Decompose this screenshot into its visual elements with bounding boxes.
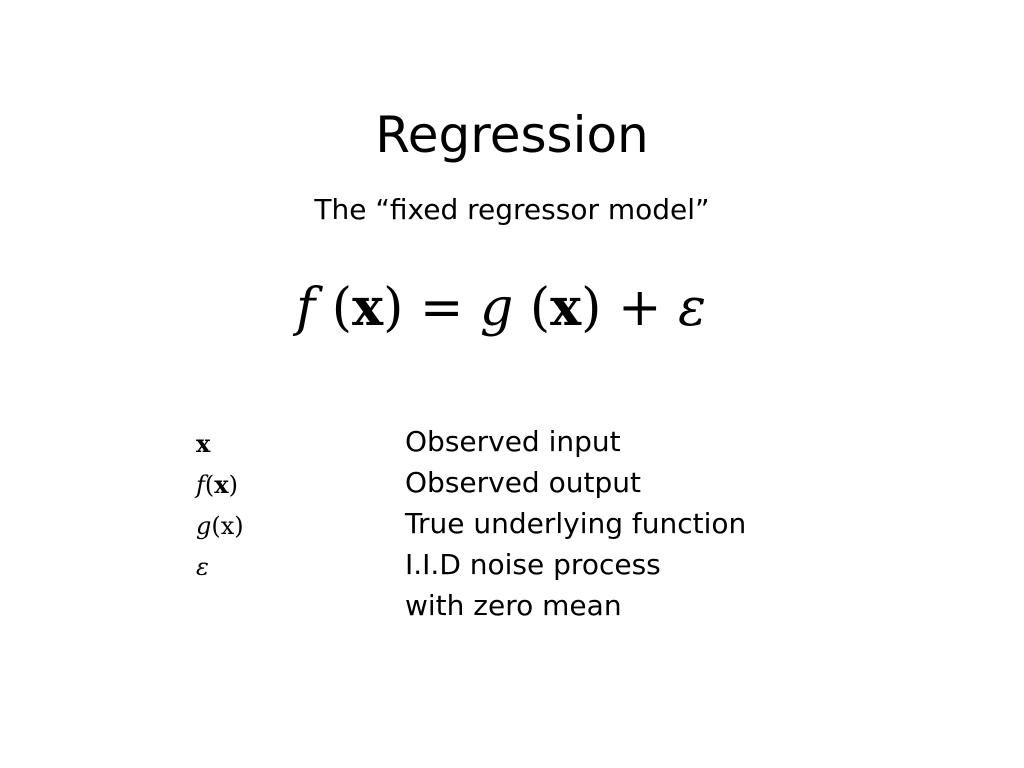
equation-rhs-function: g: [480, 278, 514, 338]
definition-symbol: f(x): [196, 467, 238, 503]
definition-text: Observed input: [405, 425, 621, 458]
equation-lhs-variable: x: [352, 277, 384, 338]
equation-lhs-function: f: [296, 278, 316, 338]
equation-lhs-open-paren: (: [315, 278, 353, 338]
symbol-argument: x: [214, 470, 229, 499]
definition-text: True underlying function: [405, 507, 747, 540]
definition-text: Observed output: [405, 466, 641, 499]
equation-rhs-open-paren: (: [513, 278, 551, 338]
equation-equals: =: [403, 278, 481, 338]
definition-row: with zero mean: [196, 586, 856, 627]
slide-title: Regression: [375, 106, 649, 164]
definitions-list: x Observed input f(x) Observed output g(…: [196, 422, 856, 627]
symbol-main: g: [196, 512, 212, 540]
definition-row: ε I.I.D noise process: [196, 545, 856, 586]
symbol-open-paren: (: [211, 512, 221, 540]
equation-lhs-close-paren: ): [383, 278, 404, 338]
symbol-main: ε: [196, 553, 209, 581]
slide-subtitle: The “fixed regressor model”: [314, 193, 710, 226]
definition-text: with zero mean: [405, 589, 622, 622]
definition-text: I.I.D noise process: [405, 548, 661, 581]
definition-symbol: x: [196, 426, 210, 462]
symbol-close-paren: ): [228, 471, 238, 499]
symbol-main: f: [196, 471, 205, 499]
equation-rhs-close-paren: ): [581, 278, 602, 338]
definition-row: g(x) True underlying function: [196, 504, 856, 545]
symbol-argument: x: [220, 512, 235, 540]
definition-row: x Observed input: [196, 422, 856, 463]
symbol-open-paren: (: [204, 471, 215, 499]
definition-symbol: ε: [196, 549, 209, 585]
equation-noise-term: ε: [678, 278, 707, 338]
equation-plus: +: [601, 278, 679, 338]
definition-row: f(x) Observed output: [196, 463, 856, 504]
symbol-main: x: [196, 429, 211, 458]
regression-equation: f (x) = g (x) + ε: [296, 268, 736, 348]
definition-symbol: g(x): [196, 508, 244, 544]
symbol-close-paren: ): [234, 512, 244, 540]
equation-rhs-variable: x: [550, 277, 582, 338]
